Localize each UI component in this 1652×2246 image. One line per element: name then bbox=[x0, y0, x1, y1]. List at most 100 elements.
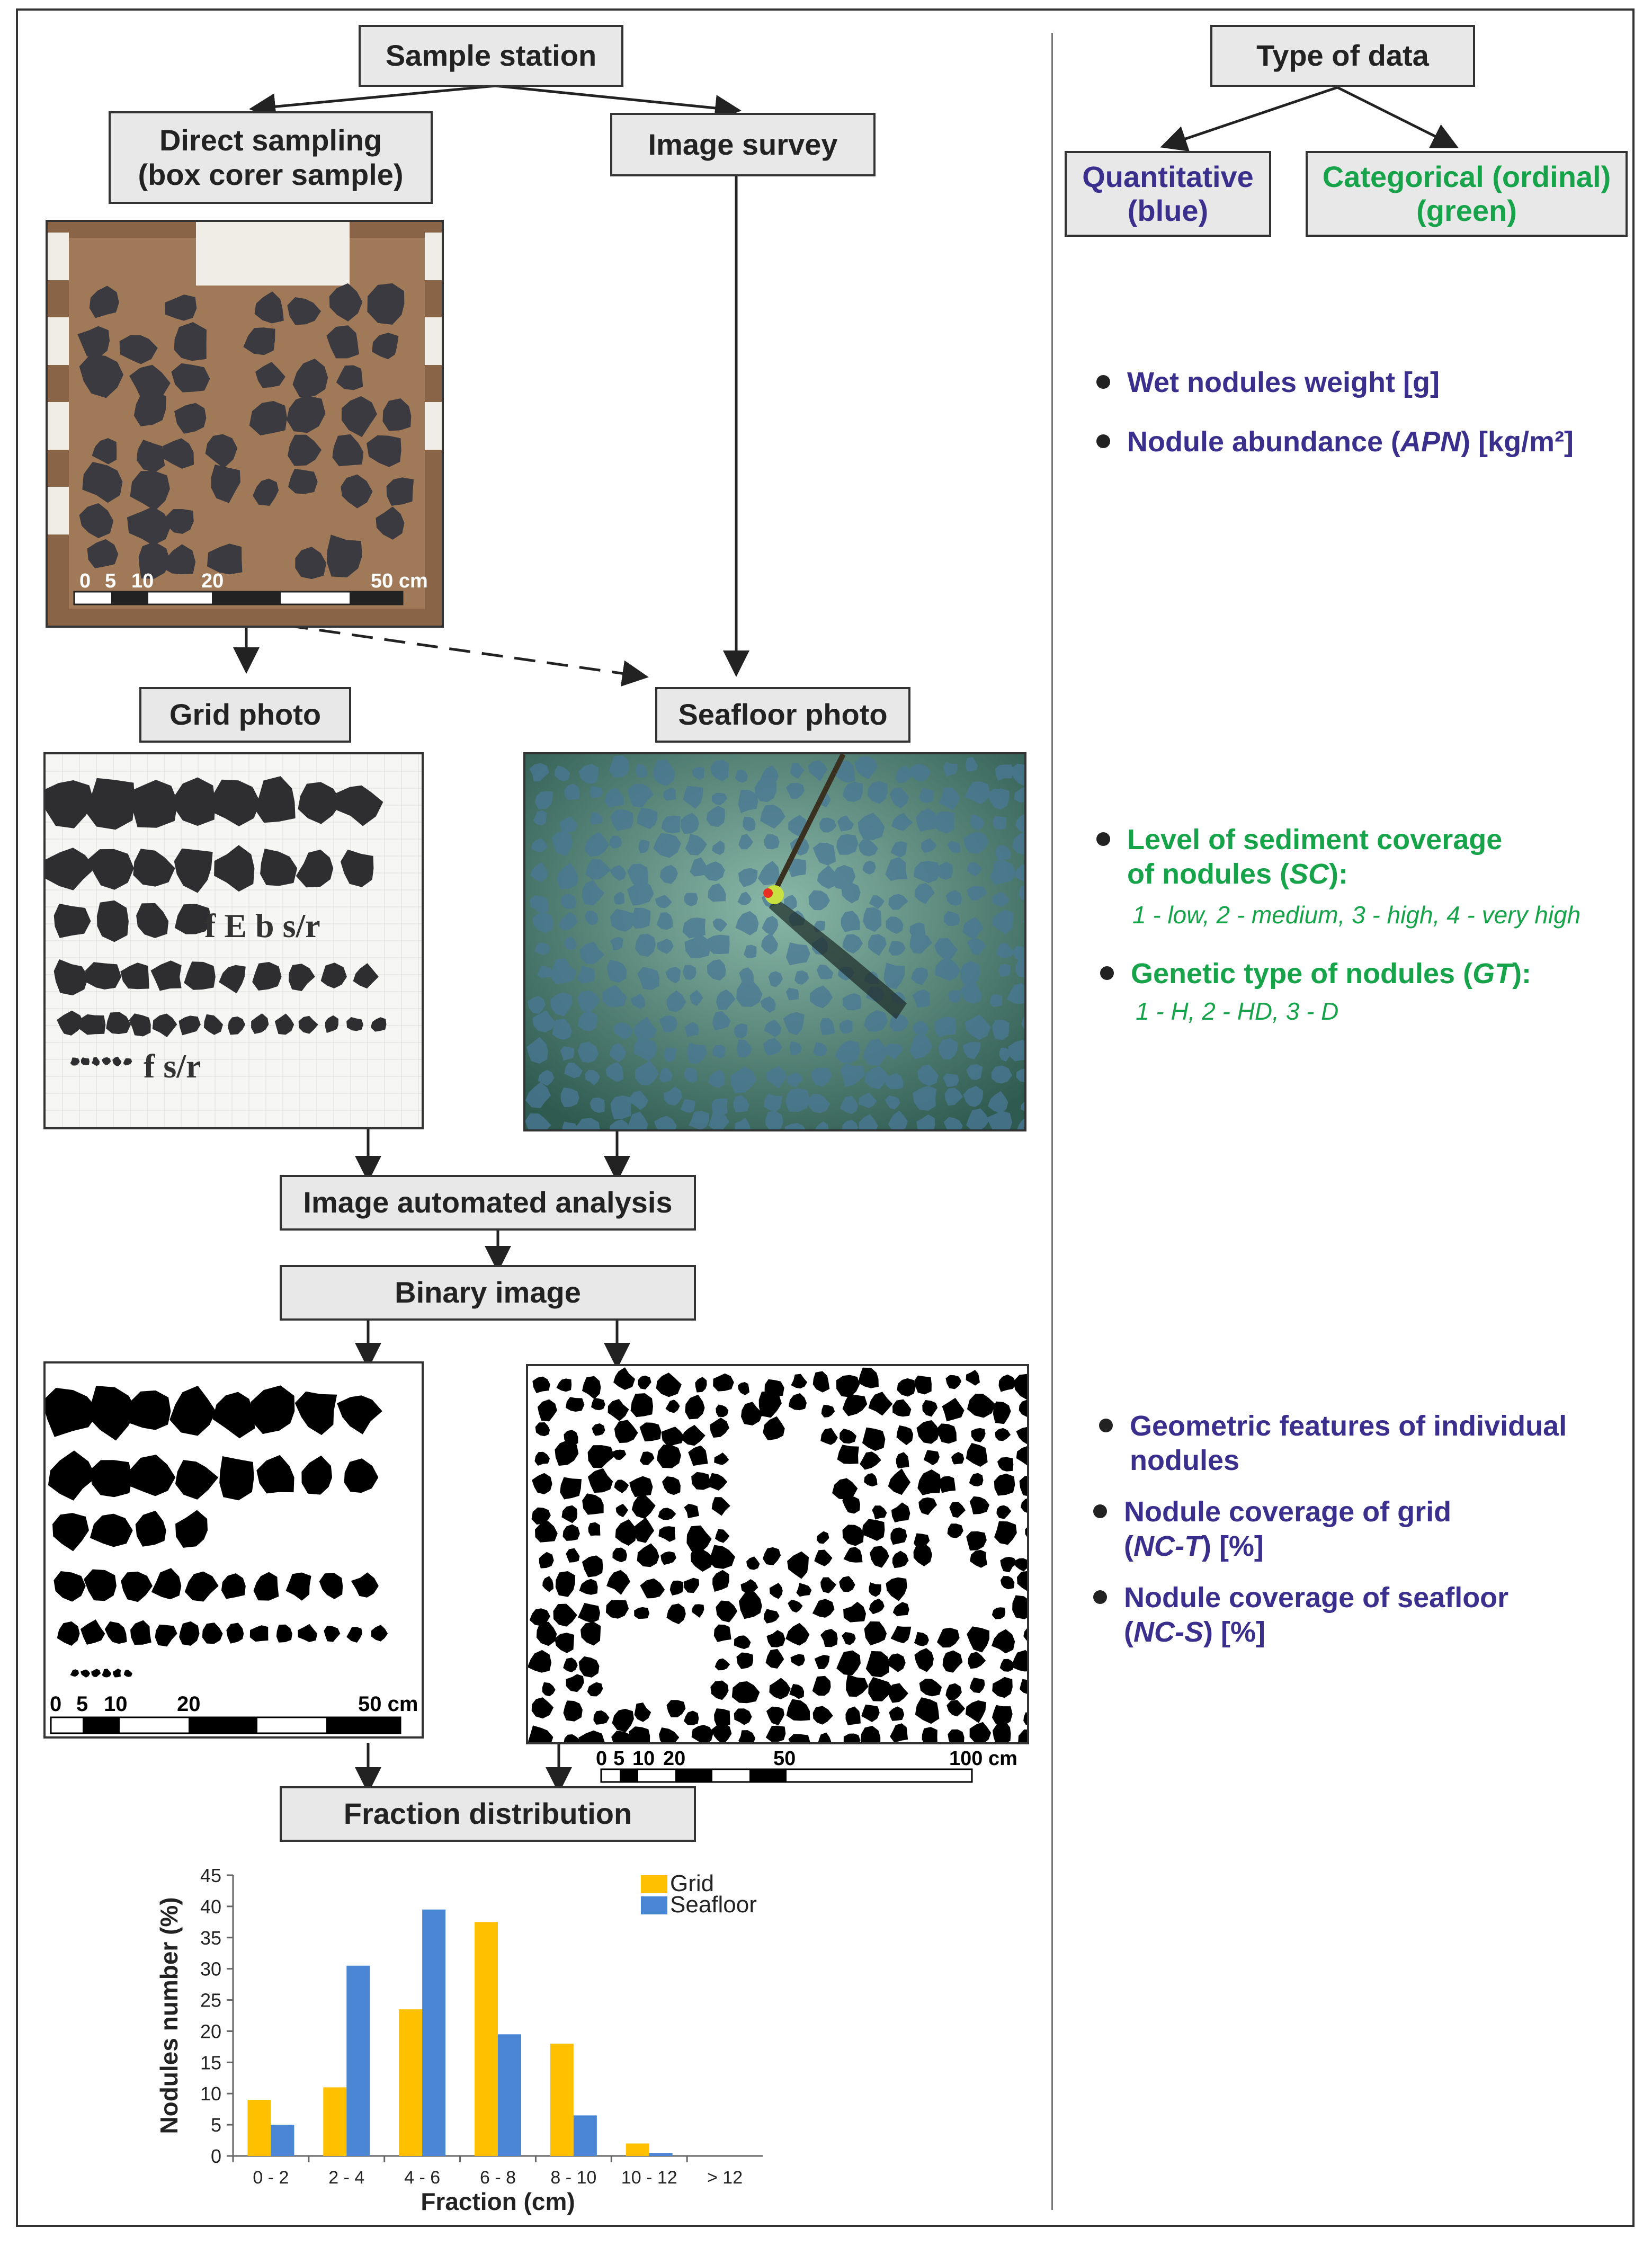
binary-nodule bbox=[578, 1730, 605, 1742]
binary-nodule bbox=[169, 1386, 216, 1436]
binary-nodule bbox=[845, 1706, 861, 1725]
nodule-blob bbox=[136, 440, 165, 473]
seafloor-nodule bbox=[841, 883, 861, 904]
binary-nodule bbox=[991, 1629, 1015, 1654]
grid-letters-row3: f E b s/r bbox=[204, 907, 320, 944]
seafloor-nodule bbox=[610, 1119, 630, 1129]
seafloor-nodule bbox=[690, 857, 708, 877]
nodule-blob bbox=[372, 333, 399, 360]
nodule-blob bbox=[89, 286, 119, 318]
seafloor-nodule bbox=[1017, 1118, 1024, 1129]
nodule-blob bbox=[288, 964, 315, 991]
bar-grid-1 bbox=[323, 2087, 347, 2156]
binary-nodule bbox=[80, 1619, 105, 1645]
binary-nodule bbox=[681, 1424, 706, 1446]
seafloor-nodule bbox=[785, 782, 805, 799]
binary-nodule bbox=[542, 1576, 553, 1592]
seafloor-nodule bbox=[916, 808, 939, 832]
seafloor-nodule bbox=[627, 880, 654, 906]
seafloor-nodule bbox=[631, 993, 646, 1009]
seafloor-nodule bbox=[933, 811, 954, 834]
nodule-blob bbox=[133, 849, 175, 887]
seafloor-nodule bbox=[921, 838, 937, 853]
seafloor-nodule bbox=[810, 985, 833, 1009]
seafloor-nodule bbox=[864, 1010, 888, 1032]
binary-nodule bbox=[634, 1703, 651, 1722]
binary-nodule bbox=[918, 1497, 937, 1516]
nodule-blob bbox=[288, 468, 318, 494]
nodule-blob bbox=[298, 1015, 318, 1034]
binary-nodule bbox=[888, 1653, 906, 1672]
seafloor-nodule bbox=[863, 1038, 888, 1066]
binary-nodule bbox=[124, 1390, 171, 1430]
nodule-blob bbox=[329, 283, 363, 322]
binary-nodule bbox=[812, 1371, 830, 1393]
nodule-blob bbox=[150, 960, 182, 991]
seafloor-nodule bbox=[895, 765, 913, 783]
seafloor-nodule bbox=[888, 894, 908, 910]
nodule-blob bbox=[53, 903, 91, 938]
binary-nodule bbox=[91, 1669, 101, 1677]
seafloor-nodule bbox=[816, 965, 834, 979]
binary-nodule bbox=[351, 1572, 379, 1598]
binary-nodule bbox=[666, 1700, 686, 1717]
seafloor-nodule bbox=[987, 788, 1010, 810]
nodule-blob bbox=[254, 291, 284, 324]
seafloor-nodule bbox=[947, 841, 961, 853]
item-sediment-coverage: Level of sediment coverage of nodules (S… bbox=[1096, 823, 1502, 892]
seafloor-image bbox=[525, 754, 1024, 1129]
binary-nodule bbox=[579, 1579, 598, 1595]
seafloor-nodule bbox=[790, 762, 805, 779]
binary-nodule bbox=[996, 1505, 1012, 1519]
binary-nodule bbox=[796, 1583, 812, 1597]
binary-nodule bbox=[633, 1517, 655, 1543]
seafloor-nodule bbox=[754, 777, 777, 803]
nodule-blob bbox=[120, 962, 149, 990]
nodule-blob bbox=[165, 295, 197, 321]
item-nct-post: ) [%] bbox=[1201, 1530, 1264, 1562]
binary-nodule bbox=[969, 1496, 990, 1514]
seafloor-nodule bbox=[765, 1111, 783, 1129]
seafloor-nodule bbox=[609, 755, 630, 778]
seafloor-nodule bbox=[602, 985, 627, 1008]
seafloor-nodule bbox=[966, 1108, 989, 1129]
binary-nodule bbox=[537, 1399, 557, 1422]
binary-nodule bbox=[788, 1599, 803, 1613]
seafloor-nodule bbox=[840, 1063, 865, 1088]
binary-nodule bbox=[587, 1682, 603, 1697]
binary-nodule bbox=[970, 1549, 988, 1568]
binary-nodule bbox=[298, 1624, 318, 1642]
seafloor-nodule bbox=[859, 1092, 877, 1108]
binary-nodule bbox=[658, 1526, 676, 1542]
binary-nodule bbox=[968, 1652, 986, 1669]
binary-nodule bbox=[966, 1531, 987, 1551]
binary-nodule bbox=[1000, 1556, 1017, 1573]
nodule-blob bbox=[85, 778, 135, 830]
binary-nodule bbox=[945, 1375, 962, 1389]
binary-nodule bbox=[922, 1727, 937, 1742]
binary-nodule bbox=[249, 1625, 269, 1642]
seafloor-nodule bbox=[913, 1085, 937, 1111]
nodule-blob bbox=[335, 785, 383, 826]
binary-nodule bbox=[946, 1700, 966, 1717]
seafloor-nodule bbox=[760, 996, 776, 1013]
binary-nodule bbox=[892, 1602, 909, 1617]
seafloor-nodule bbox=[988, 1091, 1008, 1114]
binary-nodule bbox=[1012, 1595, 1027, 1619]
seafloor-nodule bbox=[1008, 1039, 1024, 1062]
seafloor-nodule bbox=[576, 1118, 600, 1129]
nodule-blob bbox=[112, 1056, 122, 1067]
binary-nodule bbox=[731, 1681, 760, 1704]
y-tick-label: 40 bbox=[200, 1896, 221, 1918]
binary-nodule bbox=[1000, 1576, 1015, 1590]
seafloor-nodule bbox=[613, 892, 625, 905]
binary-nodule bbox=[563, 1700, 583, 1722]
seafloor-nodule bbox=[886, 916, 904, 934]
seafloor-nodule bbox=[550, 958, 577, 984]
item-wet-weight-text: Wet nodules weight [g] bbox=[1127, 367, 1440, 398]
binary-nodule bbox=[889, 1706, 905, 1721]
binary-nodule bbox=[637, 1543, 659, 1567]
seafloor-nodule bbox=[965, 781, 990, 805]
binary-nodule bbox=[1017, 1571, 1027, 1591]
nodule-blob bbox=[203, 1014, 223, 1035]
